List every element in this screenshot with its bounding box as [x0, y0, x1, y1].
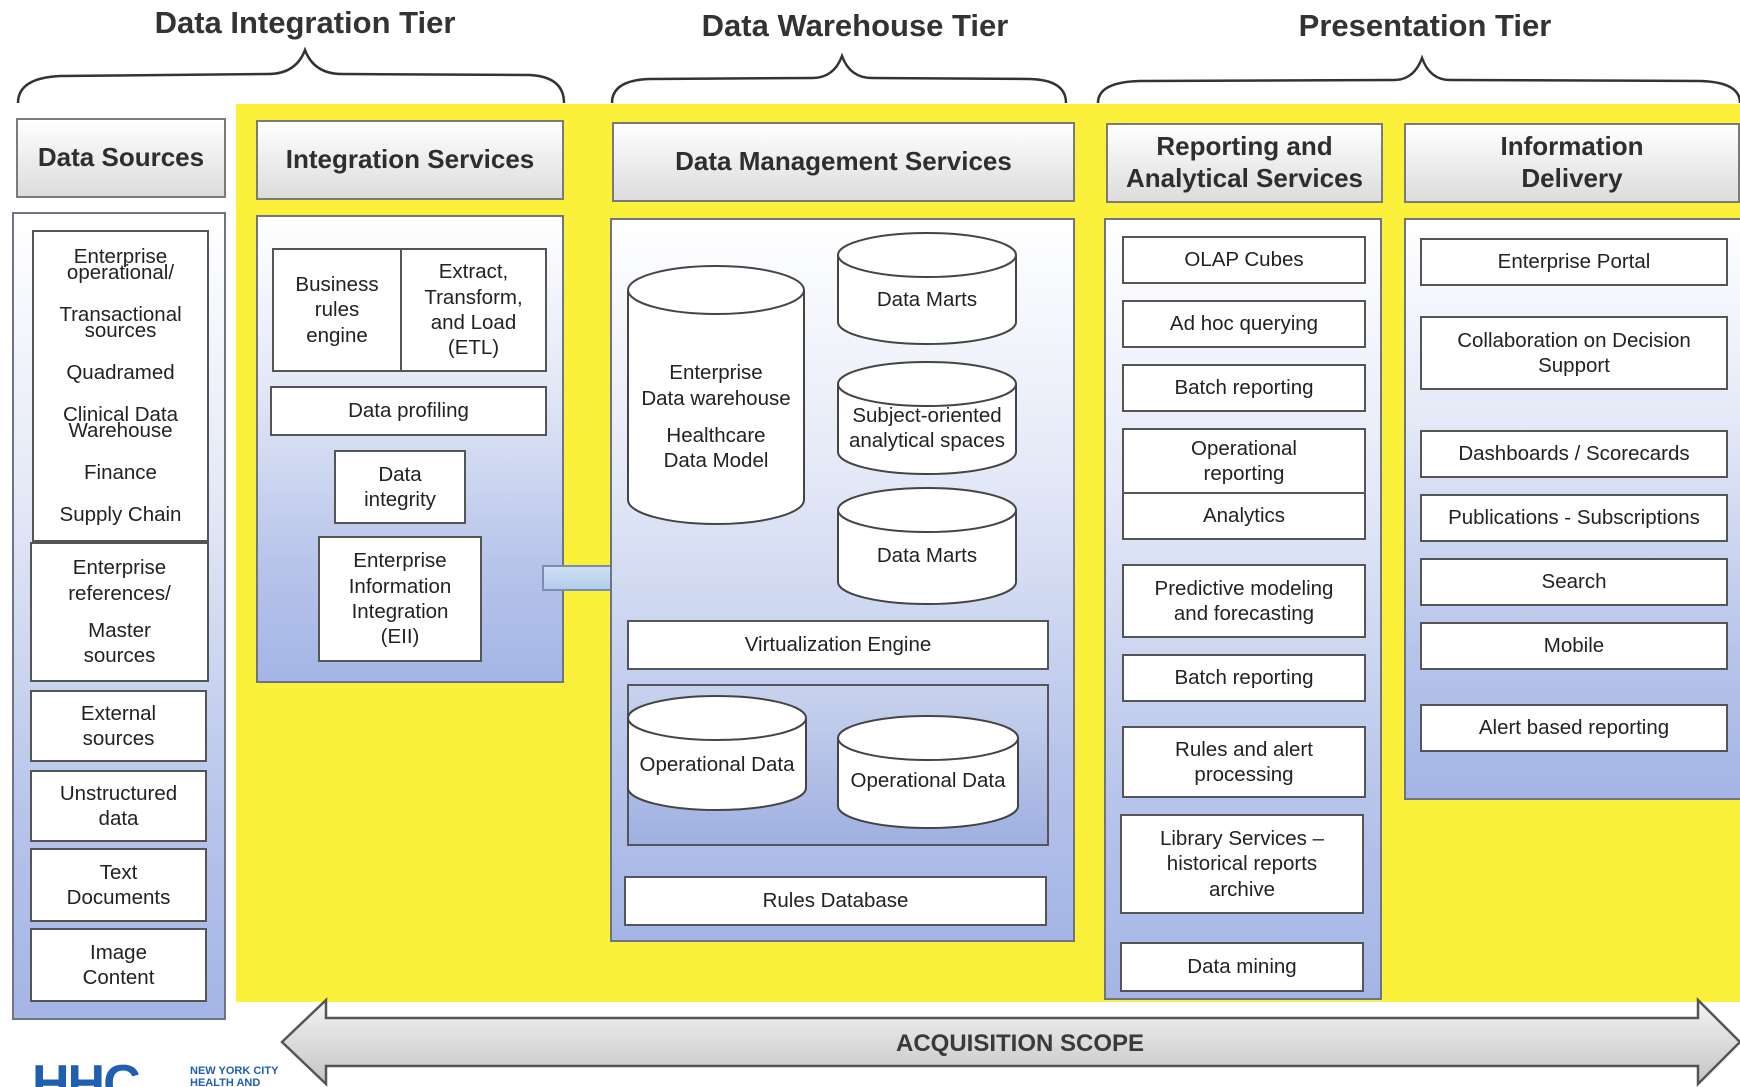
op-data-cylinder-2 [837, 738, 1019, 829]
search-box: Search [1420, 558, 1728, 606]
data-marts-top-cylinder [837, 255, 1017, 345]
hhc-logo: HHC [32, 1058, 182, 1087]
virtualization-engine: Virtualization Engine [627, 620, 1049, 670]
data-profiling: Data profiling [270, 386, 547, 436]
header-integration-services: Integration Services [256, 120, 564, 200]
brace-warehouse [610, 52, 1068, 104]
acquisition-scope-arrow [280, 996, 1740, 1087]
business-rules-engine: Business rules engine [272, 248, 402, 372]
tier-title-warehouse: Data Warehouse Tier [701, 8, 1009, 43]
brace-integration [16, 46, 566, 104]
tier-title-integration: Data Integration Tier [154, 5, 456, 40]
adhoc-querying: Ad hoc querying [1122, 300, 1366, 348]
mobile-box: Mobile [1420, 622, 1728, 670]
edw-cylinder [627, 290, 805, 525]
header-data-management-services: Data Management Services [612, 122, 1075, 202]
op-data-label-2: Operational Data [850, 769, 1006, 793]
brace-presentation [1096, 54, 1740, 104]
olap-cubes: OLAP Cubes [1122, 236, 1366, 284]
op-data-label-1: Operational Data [639, 753, 795, 777]
data-marts-bottom-cylinder [837, 510, 1017, 605]
alert-based-reporting: Alert based reporting [1420, 704, 1728, 752]
tier-title-presentation: Presentation Tier [1298, 8, 1552, 43]
library-services: Library Services – historical reports ar… [1120, 814, 1364, 914]
rules-database: Rules Database [624, 876, 1047, 926]
data-mining: Data mining [1120, 942, 1364, 992]
subject-oriented-cylinder [837, 384, 1017, 475]
enterprise-portal: Enterprise Portal [1420, 238, 1728, 286]
data-marts-top-label: Data Marts [876, 288, 978, 312]
header-data-sources: Data Sources [16, 118, 226, 198]
etl-box: Extract, Transform, and Load (ETL) [400, 248, 547, 372]
tier-braces [16, 46, 1740, 104]
data-sources-group-references: Enterprise references/ Master sources [30, 542, 209, 682]
op-data-cylinder-1 [627, 718, 807, 811]
hhc-logo-letters: HHC [32, 1058, 141, 1087]
dashboards-scorecards: Dashboards / Scorecards [1420, 430, 1728, 478]
eii-box: Enterprise Information Integration (EII) [318, 536, 482, 662]
edw-label: Enterprise Data warehouse Healthcare Dat… [641, 361, 791, 473]
analytics: Analytics [1122, 492, 1366, 540]
data-sources-group-operational: Enterprise operational/ Transactional so… [32, 230, 209, 542]
publications-subscriptions: Publications - Subscriptions [1420, 494, 1728, 542]
acquisition-scope-label: ACQUISITION SCOPE [895, 1030, 1145, 1057]
data-marts-bottom-label: Data Marts [876, 544, 978, 568]
batch-reporting-1: Batch reporting [1122, 364, 1366, 412]
batch-reporting-2: Batch reporting [1122, 654, 1366, 702]
